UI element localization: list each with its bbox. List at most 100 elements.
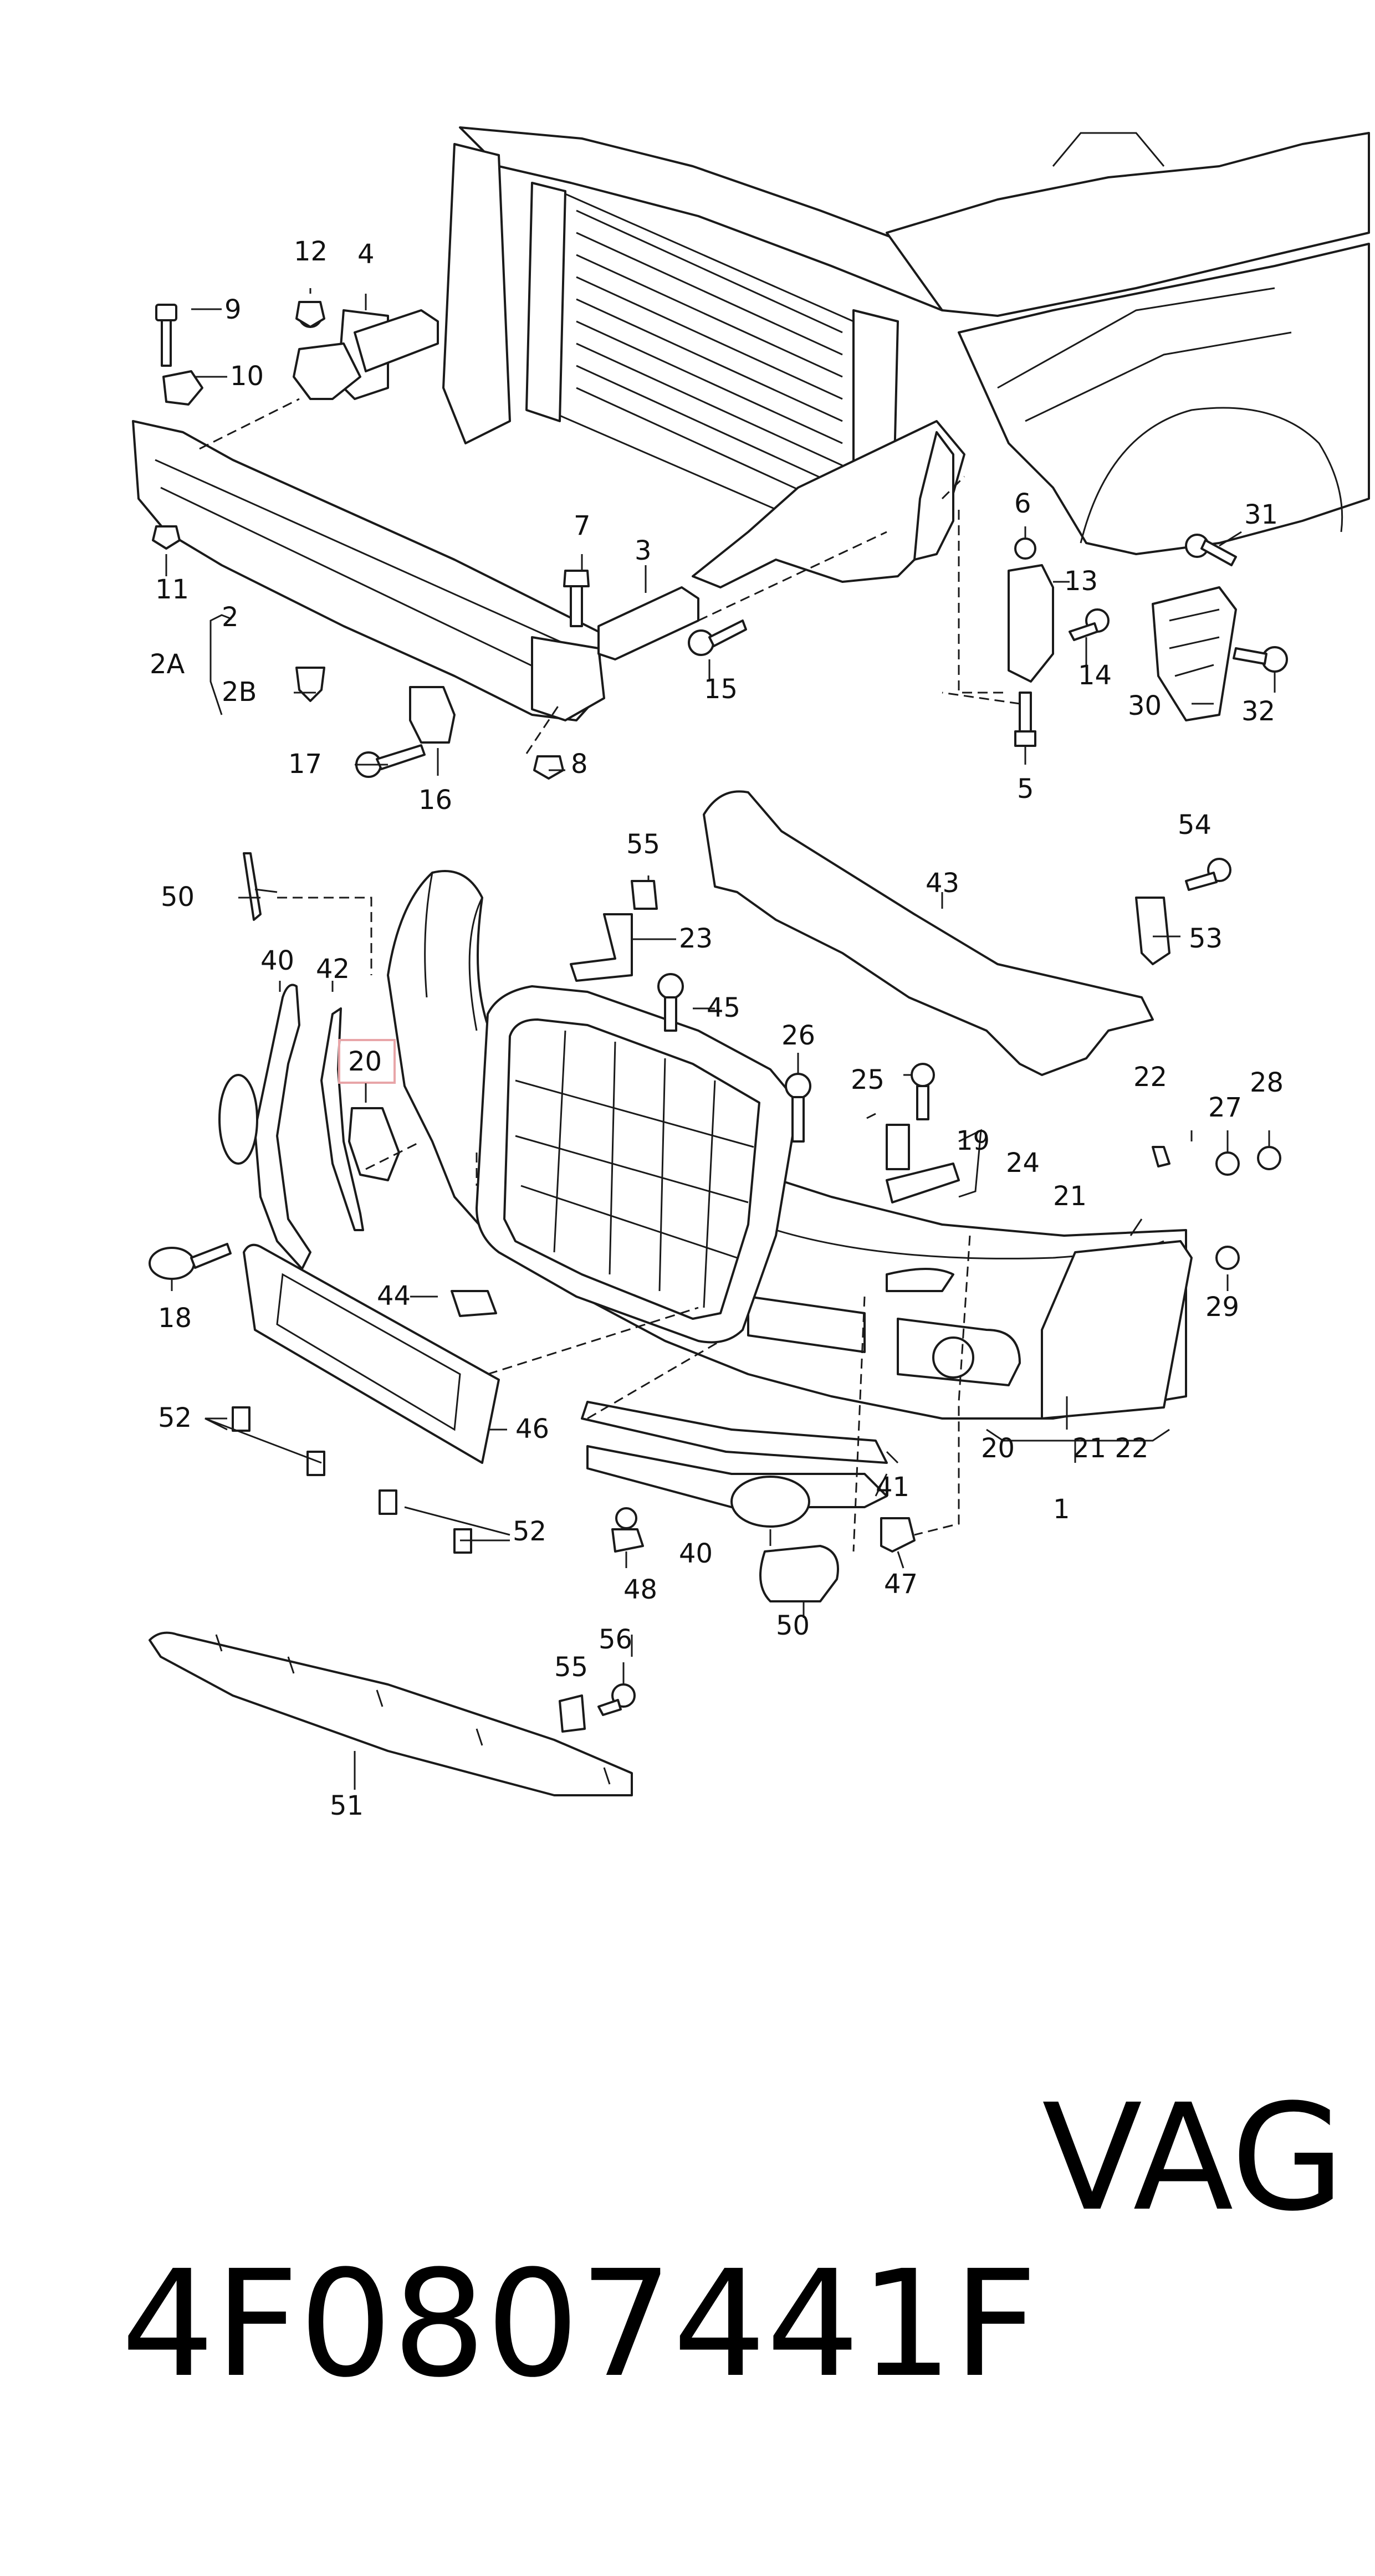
radiator-grille xyxy=(476,985,799,1344)
label-54: 54 xyxy=(1178,810,1212,841)
label-41: 41 xyxy=(876,1472,909,1503)
exploded-parts-diagram: 12 4 9 10 11 2 2A 2B 7 3 15 17 16 8 6 13… xyxy=(132,126,1370,1821)
bolt-31 xyxy=(1185,534,1237,566)
bracket-23 xyxy=(570,913,633,982)
label-23: 23 xyxy=(679,923,713,954)
label-5: 5 xyxy=(1017,774,1034,805)
label-1: 1 xyxy=(1053,1494,1070,1525)
label-21: 21 xyxy=(1053,1181,1087,1212)
label-31: 31 xyxy=(1244,499,1278,530)
washer-cap-50-lower xyxy=(759,1545,839,1602)
label-26: 26 xyxy=(781,1020,815,1051)
label-52-left: 52 xyxy=(158,1402,192,1433)
label-50-lower: 50 xyxy=(776,1610,810,1641)
label-29: 29 xyxy=(1205,1292,1239,1323)
bracket-53 xyxy=(1135,897,1170,965)
label-16: 16 xyxy=(418,785,452,816)
label-20-lower: 20 xyxy=(981,1433,1015,1464)
side-trim-40 xyxy=(218,984,311,1270)
fender-and-wheelhouse xyxy=(886,132,1370,555)
label-18: 18 xyxy=(158,1303,192,1334)
label-20-highlighted: 20 xyxy=(348,1046,382,1077)
label-42: 42 xyxy=(316,954,350,985)
label-13: 13 xyxy=(1064,566,1098,597)
label-8: 8 xyxy=(571,749,588,780)
label-40-left: 40 xyxy=(260,945,294,976)
crash-box-bracket xyxy=(293,304,439,400)
bolt-45 xyxy=(657,973,684,1032)
label-14: 14 xyxy=(1078,660,1112,691)
license-plate-holder-46 xyxy=(243,1243,500,1464)
label-48: 48 xyxy=(623,1574,657,1605)
part-number: 4F0807441F xyxy=(121,2239,1038,2410)
bolt-32 xyxy=(1233,646,1288,673)
upper-cover-43 xyxy=(703,790,1154,1076)
label-2B: 2B xyxy=(222,677,257,708)
clip-47 xyxy=(880,1517,916,1553)
label-12: 12 xyxy=(294,236,328,267)
bracket-30 xyxy=(1152,586,1237,721)
label-15: 15 xyxy=(704,674,738,705)
clip-44 xyxy=(451,1290,497,1317)
label-44: 44 xyxy=(377,1281,411,1312)
brand-name: VAG xyxy=(1042,2073,1345,2244)
label-3: 3 xyxy=(635,535,652,566)
label-4: 4 xyxy=(357,239,375,270)
bolt-54 xyxy=(1185,858,1231,891)
label-6: 6 xyxy=(1014,488,1031,519)
clip-55-lower-bolt-56 xyxy=(559,1683,636,1733)
module-3 xyxy=(597,586,699,660)
label-30: 30 xyxy=(1128,690,1162,721)
bracket-19-24 xyxy=(886,1124,960,1204)
grille-insert-41 xyxy=(581,1401,888,1464)
bumper-side-extension-21-22 xyxy=(1041,1240,1193,1420)
nut-11 xyxy=(152,525,181,550)
headlight-washer-cap-20 xyxy=(348,1107,400,1181)
label-50-top: 50 xyxy=(161,882,195,913)
bolt-14 xyxy=(1069,608,1110,641)
label-19: 19 xyxy=(956,1125,990,1156)
leader-lines xyxy=(165,288,1276,1790)
lower-spoiler-51 xyxy=(149,1631,633,1796)
bolt-48 xyxy=(611,1507,644,1553)
bolt-7 xyxy=(563,570,590,627)
nut-8 xyxy=(533,755,564,780)
eye-bolt-18 xyxy=(149,1243,232,1280)
radiator-support-frame xyxy=(442,126,965,588)
label-28: 28 xyxy=(1250,1067,1284,1098)
clip-55-top xyxy=(631,880,658,910)
label-40-lower: 40 xyxy=(679,1538,713,1569)
bolt-15 xyxy=(688,619,747,656)
callout-labels: 12 4 9 10 11 2 2A 2B 7 3 15 17 16 8 6 13… xyxy=(150,236,1284,1821)
label-7: 7 xyxy=(574,510,591,541)
label-21-22-lower: 21 22 xyxy=(1072,1433,1148,1464)
highlight-box xyxy=(338,1039,396,1084)
label-22-top: 22 xyxy=(1133,1062,1167,1093)
bracket-16 xyxy=(409,686,456,744)
label-2: 2 xyxy=(222,602,239,633)
label-56: 56 xyxy=(599,1624,632,1655)
bolt-9 xyxy=(155,304,177,367)
label-51: 51 xyxy=(330,1790,364,1821)
label-55-top: 55 xyxy=(626,829,660,860)
fog-grille-40-lower xyxy=(586,1445,888,1528)
label-55-lower: 55 xyxy=(554,1652,588,1683)
label-53: 53 xyxy=(1189,923,1223,954)
headlight-bracket-13 xyxy=(1008,537,1054,747)
part-caption: 4F0807441F VAG xyxy=(28,2073,1358,2408)
label-25: 25 xyxy=(851,1064,885,1095)
label-43: 43 xyxy=(926,868,959,899)
pin-50-top xyxy=(243,852,278,921)
label-47: 47 xyxy=(884,1569,918,1600)
bolt-25 xyxy=(911,1063,935,1120)
label-32: 32 xyxy=(1241,696,1275,727)
label-9: 9 xyxy=(224,294,242,325)
label-10: 10 xyxy=(230,361,264,392)
label-11: 11 xyxy=(155,574,189,605)
clip-2b xyxy=(295,667,325,702)
bumper-reinforcement-bar xyxy=(132,420,605,721)
label-45: 45 xyxy=(707,992,740,1023)
bracket-10 xyxy=(162,370,203,406)
label-2A: 2A xyxy=(150,649,185,680)
bolt-17 xyxy=(355,744,426,778)
